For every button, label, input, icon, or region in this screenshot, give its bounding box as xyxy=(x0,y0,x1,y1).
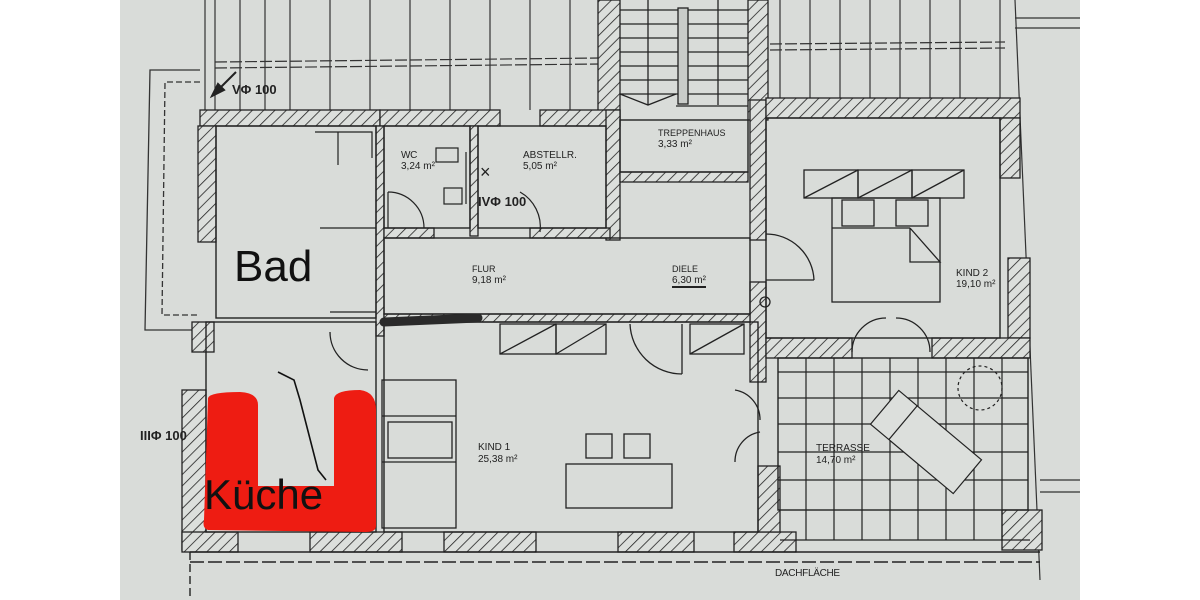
kueche-pen-line xyxy=(277,371,327,481)
room-name: TERRASSE xyxy=(816,443,870,454)
interior-lines xyxy=(189,117,1040,600)
left-balcony xyxy=(144,69,200,331)
room-label-kind2: KIND 2 19,10 m² xyxy=(956,268,995,290)
room-name: DIELE xyxy=(672,264,699,274)
room-label-wc: WC 3,24 m² xyxy=(401,150,435,172)
walls xyxy=(181,97,1043,553)
room-area: 3,24 m² xyxy=(401,161,435,172)
marker-stroke xyxy=(379,313,483,327)
terrace-tiles xyxy=(778,358,1030,541)
room-name: WC xyxy=(401,150,418,161)
room-area: 9,18 m² xyxy=(472,275,506,286)
kind1-furniture xyxy=(329,323,761,529)
pipe-label-v: VΦ 100 xyxy=(232,82,277,97)
wc-fixtures xyxy=(387,147,541,233)
marker-x: × xyxy=(480,162,491,182)
staircase xyxy=(597,0,769,121)
room-area: 14,70 m² xyxy=(816,455,856,466)
roof-top-lines xyxy=(204,0,1080,581)
roof-label: DACHFLÄCHE xyxy=(775,568,840,579)
room-label-terrasse: TERRASSE 14,70 m² xyxy=(816,443,870,467)
room-label-diele: DIELE 6,30 m² xyxy=(672,264,706,288)
room-area: 5,05 m² xyxy=(523,161,557,172)
handwritten-bad-label: Bad xyxy=(234,242,313,291)
room-label-flur: FLUR 9,18 m² xyxy=(472,264,506,286)
bad-fixtures xyxy=(315,131,376,313)
room-name: ABSTELLR. xyxy=(523,150,577,161)
pipe-arrow-icon xyxy=(209,71,237,99)
room-area: 25,38 m² xyxy=(478,454,518,465)
kueche-highlight xyxy=(203,390,376,532)
room-label-kind1: KIND 1 25,38 m² xyxy=(478,442,517,466)
room-name: KIND 1 xyxy=(478,442,511,453)
floor-plan-drawing: × xyxy=(144,0,1080,600)
kind2-furniture xyxy=(759,169,965,353)
room-area: 3,33 m² xyxy=(658,139,692,150)
room-label-treppenhaus: TREPPENHAUS 3,33 m² xyxy=(658,128,726,150)
room-area: 19,10 m² xyxy=(956,279,996,290)
room-name: KIND 2 xyxy=(956,268,989,279)
pipe-label-iii: IIIΦ 100 xyxy=(140,428,187,443)
pipe-label-iv: IVΦ 100 xyxy=(478,194,527,209)
room-label-abstellr: ABSTELLR. 5,05 m² xyxy=(523,150,577,172)
handwritten-kueche-label: Küche xyxy=(204,471,324,518)
room-name: TREPPENHAUS xyxy=(658,128,726,138)
room-name: FLUR xyxy=(472,264,496,274)
room-area: 6,30 m² xyxy=(672,275,706,288)
floor-plan-sheet: × WC 3,24 m² ABSTELLR. 5,05 m² TREPPENHA… xyxy=(120,0,1080,600)
